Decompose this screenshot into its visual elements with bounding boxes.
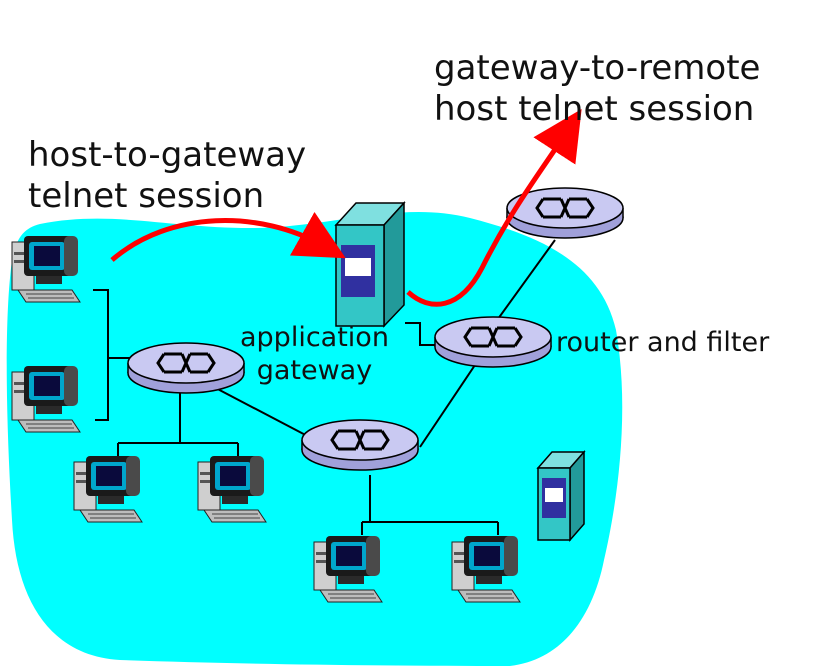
network-links [93,239,556,535]
workstation-icon [313,535,383,603]
gateway-to-remote-arrow-icon [406,109,582,307]
router-icon [300,418,420,472]
router-icon [126,341,246,395]
router-and-filter-label: router and filter [556,327,770,358]
gateway-to-remote-line-2: host telnet session [434,89,755,130]
gateway-to-remote-label: gateway-to-remote host telnet session [434,48,760,131]
host-to-gateway-line-2: telnet session [28,176,265,217]
workstation-icon [73,455,143,523]
host-to-gateway-line-1: host-to-gateway [28,135,307,175]
application-gateway-line-1: application [240,322,389,353]
workstation-icon [451,535,521,603]
workstation-icon [11,235,81,303]
workstation-icon [197,455,267,523]
gateway-to-remote-line-1: gateway-to-remote [434,48,761,88]
router-and-filter-icon [433,315,553,369]
server-icon [536,450,586,542]
host-to-gateway-arrow-icon [110,211,346,262]
workstation-icon [11,365,81,433]
application-gateway-server-icon [334,201,406,328]
application-gateway-label: application gateway [240,322,389,388]
application-gateway-line-2: gateway [256,354,373,386]
host-to-gateway-label: host-to-gateway telnet session [28,135,306,218]
